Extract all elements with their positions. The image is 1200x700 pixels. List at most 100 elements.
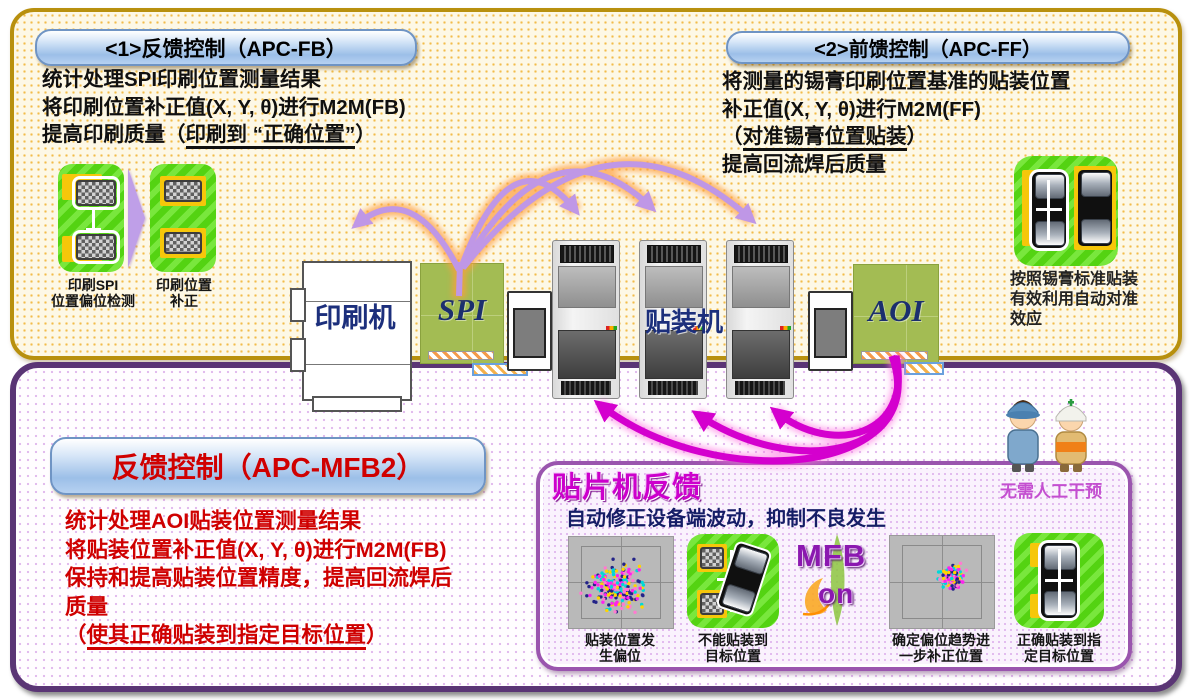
- target-cross: [1045, 579, 1073, 582]
- label-line: 确定偏位趋势进: [892, 632, 990, 648]
- pad-texture: [700, 547, 724, 569]
- text-segment: 提高印刷质量（: [42, 123, 186, 146]
- step3-label: 确定偏位趋势进 一步补正位置: [872, 632, 1010, 664]
- scatter-plot-before: [568, 536, 674, 629]
- label-line: 贴装位置发: [585, 632, 655, 648]
- component-chip: [76, 234, 116, 260]
- conveyor: [808, 291, 853, 371]
- caption-line: 效应: [1010, 311, 1043, 328]
- label-line: 生偏位: [599, 648, 641, 664]
- aoi-machine: AOI: [853, 264, 939, 364]
- conveyor-hatch: [860, 351, 929, 360]
- chip-alignment-caption: 按照锡膏标准贴装 有效利用自动对准 效应: [1010, 270, 1138, 330]
- bubble-apc-mfb2-label: 反馈控制（APC-MFB2）: [111, 452, 425, 483]
- conveyor-window: [814, 308, 847, 358]
- target-cross: [1036, 208, 1062, 211]
- text-line: （对准锡膏位置贴装）: [722, 123, 1071, 151]
- apc-ff-description: 将测量的锡膏印刷位置基准的贴装位置 补正值(X, Y, θ)进行M2M(FF) …: [722, 68, 1071, 178]
- feeder-bank: [646, 245, 702, 263]
- text-line: 提高回流焊后质量: [722, 152, 886, 176]
- text-line: 质量: [65, 594, 109, 619]
- pcb-corrected-icon: [150, 164, 216, 272]
- chip-cap: [733, 545, 770, 576]
- component-chip: [164, 232, 202, 254]
- bubble-apc-ff-label: <2>前馈控制（APC-FF）: [814, 39, 1042, 61]
- mounter-label: 贴装机: [644, 307, 723, 337]
- label-line: 定目标位置: [1024, 648, 1094, 664]
- printer-machine: [302, 261, 412, 401]
- text-line: 将测量的锡膏印刷位置基准的贴装位置: [722, 70, 1071, 93]
- chip-cap: [1080, 218, 1112, 244]
- feeder-bank: [734, 381, 786, 395]
- machine-detail: [854, 315, 938, 317]
- solder-pad: [697, 544, 727, 572]
- mounter-machine-3: [726, 240, 794, 399]
- conveyor-hatch: [427, 351, 494, 360]
- text-line: 将印刷位置补正值(X, Y, θ)进行M2M(FB): [42, 95, 406, 119]
- mounter-machine-1: [552, 240, 620, 399]
- conveyor: [507, 291, 552, 371]
- label-line: 一步补正位置: [899, 648, 983, 664]
- label-line: 位置偏位检测: [51, 293, 135, 309]
- printer-detail: [304, 363, 410, 365]
- machine-detail: [421, 315, 503, 317]
- no-manual-intervention-label: 无需人工干预: [1000, 482, 1102, 501]
- pcb-offset-detect-icon: [58, 164, 124, 272]
- bubble-apc-fb-label: <1>反馈控制（APC-FB）: [105, 37, 347, 61]
- chip-alignment-icon: [1014, 156, 1118, 266]
- machine-detail: [906, 265, 908, 363]
- label-line: 印刷位置: [156, 277, 212, 293]
- feeder-bank: [647, 381, 699, 395]
- measure-tick: [86, 207, 101, 210]
- feedback-box-title: 贴片机反馈: [552, 472, 703, 504]
- step1-label: 贴装位置发 生偏位: [552, 632, 688, 664]
- component-outline: [72, 230, 120, 264]
- component-chip: [76, 180, 116, 206]
- board-exit-hatch: [904, 362, 944, 375]
- caption-line: 按照锡膏标准贴装: [1010, 271, 1139, 288]
- label-line: 不能贴装到: [698, 632, 768, 648]
- machine-detail: [471, 264, 473, 363]
- printer-label: 印刷机: [314, 303, 396, 333]
- machine-panel: [558, 266, 616, 308]
- underlined-text: 印刷到 “正确位置”: [185, 123, 356, 149]
- step2-label: 不能贴装到 目标位置: [680, 632, 786, 664]
- printer-base: [312, 396, 402, 412]
- label-line: 印刷SPI: [67, 277, 119, 293]
- label-line: 补正: [170, 293, 198, 309]
- machine-panel: [732, 330, 790, 379]
- bubble-apc-fb: <1>反馈控制（APC-FB）: [35, 29, 417, 66]
- printer-side-tab: [290, 338, 306, 372]
- text-line: （使其正确贴装到指定目标位置）: [65, 621, 452, 650]
- feeder-bank: [559, 245, 615, 263]
- spi-machine: SPI: [420, 263, 504, 364]
- underlined-text: 对准锡膏位置贴装: [742, 125, 907, 151]
- text-line: 提高印刷质量（印刷到 “正确位置”）: [42, 121, 406, 149]
- text-line: 统计处理SPI印刷位置测量结果: [42, 68, 322, 91]
- chip-misaligned-icon: [687, 534, 779, 628]
- bubble-apc-ff: <2>前馈控制（APC-FF）: [726, 31, 1130, 64]
- text-segment: （: [65, 623, 87, 647]
- step4-label: 正确贴装到指 定目标位置: [1006, 632, 1112, 664]
- text-line: 补正值(X, Y, θ)进行M2M(FF): [722, 97, 981, 121]
- printer-detail: [304, 301, 410, 303]
- machine-panel: [645, 266, 703, 308]
- machine-panel: [732, 266, 790, 308]
- label-line: 正确贴装到指: [1017, 632, 1101, 648]
- label-line: 目标位置: [705, 648, 761, 664]
- status-light: [693, 326, 704, 330]
- text-line: 将贴装位置补正值(X, Y, θ)进行M2M(FB): [65, 537, 447, 562]
- scatter-plot-after: [889, 535, 995, 629]
- measure-line: [92, 208, 95, 230]
- text-segment: （: [722, 125, 743, 148]
- bubble-apc-mfb2: 反馈控制（APC-MFB2）: [50, 437, 486, 495]
- text-segment: ）: [355, 123, 376, 146]
- transition-arrow-icon: [128, 168, 145, 268]
- apc-mfb2-description: 统计处理AOI贴装位置测量结果 将贴装位置补正值(X, Y, θ)进行M2M(F…: [65, 507, 452, 650]
- mfb-label: MFB: [796, 538, 867, 573]
- text-segment: ）: [906, 125, 928, 148]
- chip-plain: [1078, 170, 1112, 246]
- pcb-detect-label: 印刷SPI 位置偏位检测: [34, 277, 152, 309]
- feeder-bank: [560, 381, 612, 395]
